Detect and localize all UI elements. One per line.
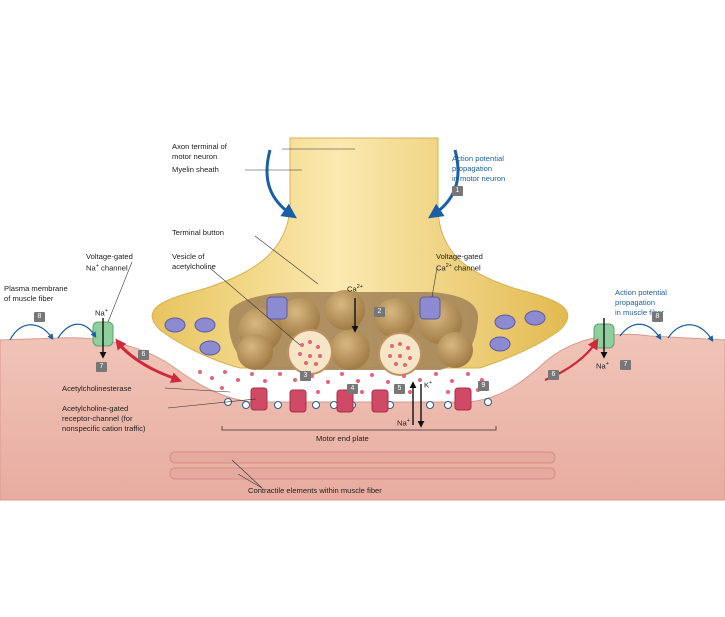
label-plasma-l2: of muscle fiber <box>4 294 54 303</box>
calcium-channels <box>164 296 546 356</box>
label-ap-motor-l2: propagation <box>452 164 493 173</box>
label-ach-receptor-l2: receptor-channel (for <box>62 414 133 423</box>
label-vg-na-l2: Na+ channel <box>86 263 128 273</box>
step-1-badge: 1 <box>452 186 463 196</box>
label-ap-muscle-l2: propagation <box>615 298 656 307</box>
ion-flux-arrows <box>99 298 608 428</box>
ap-muscle-arrows <box>9 323 714 343</box>
step-6-badge-right: 6 <box>548 370 559 380</box>
step-4-badge: 4 <box>347 384 358 394</box>
ion-na-right: Na+ <box>596 361 609 371</box>
step-2-badge: 2 <box>374 307 385 317</box>
label-motor-end-plate: Motor end plate <box>316 434 369 443</box>
step-8-badge-left: 8 <box>34 312 45 322</box>
step-8-badge-right: 8 <box>652 312 663 322</box>
ion-k-end-plate: K+ <box>424 380 433 390</box>
label-vesicle-l1: Vesicle of <box>172 252 205 261</box>
label-vg-na-l1: Voltage-gated <box>86 252 133 261</box>
leader-lines <box>107 148 438 409</box>
label-ap-muscle-l3: in muscle fiber <box>615 308 664 317</box>
label-acetylcholinesterase: Acetylcholinesterase <box>62 384 132 393</box>
contractile-elements <box>169 451 556 480</box>
label-plasma-l1: Plasma membrane <box>4 284 68 293</box>
label-vg-ca-l1: Voltage-gated <box>436 252 483 261</box>
ion-na-left: Na+ <box>95 308 108 318</box>
label-axon-terminal-l1: Axon terminal of <box>172 142 227 151</box>
label-vg-ca-l2: Ca2+ channel <box>436 263 481 273</box>
contractile-leaders <box>231 459 263 489</box>
label-myelin-sheath: Myelin sheath <box>172 165 219 174</box>
ion-ca-terminal: Ca2+ <box>347 284 363 294</box>
step-7-badge-left: 7 <box>96 362 107 372</box>
label-axon-terminal-l2: motor neuron <box>172 152 218 161</box>
label-ap-muscle-l1: Action potential <box>615 288 667 297</box>
step-5-badge: 5 <box>394 384 405 394</box>
label-ap-motor-l1: Action potential <box>452 154 504 163</box>
ion-na-end-plate: Na+ <box>397 418 410 428</box>
label-vesicle-l2: acetylcholine <box>172 262 216 271</box>
acetylcholine-in-vesicles <box>298 340 412 367</box>
step-6-badge-left: 6 <box>138 350 149 360</box>
label-ap-motor-l3: in motor neuron <box>452 174 506 183</box>
label-contractile: Contractile elements within muscle fiber <box>248 486 382 495</box>
step-7-badge-right: 7 <box>620 360 631 370</box>
label-ach-receptor-l1: Acetylcholine-gated <box>62 404 129 413</box>
step-3-badge: 3 <box>300 371 311 381</box>
step-9-badge: 9 <box>478 381 489 391</box>
ach-receptor-channels <box>250 387 472 413</box>
label-terminal-button: Terminal button <box>172 228 224 237</box>
motor-end-plate-bracket <box>221 426 497 431</box>
label-ach-receptor-l3: nonspecific cation traffic) <box>62 424 146 433</box>
